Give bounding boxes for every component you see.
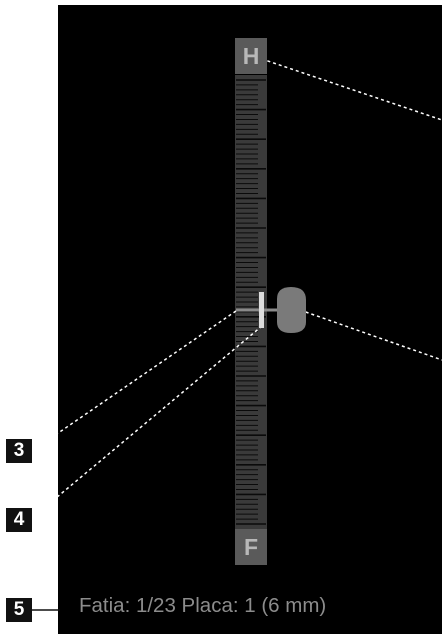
callout-3: 3: [6, 439, 32, 463]
head-end-label[interactable]: H: [235, 38, 267, 74]
callout-5: 5: [6, 598, 32, 622]
foot-end-label[interactable]: F: [235, 529, 267, 565]
callout-4: 4: [6, 508, 32, 532]
slice-status-text: Fatia: 1/23 Placa: 1 (6 mm): [79, 594, 326, 618]
